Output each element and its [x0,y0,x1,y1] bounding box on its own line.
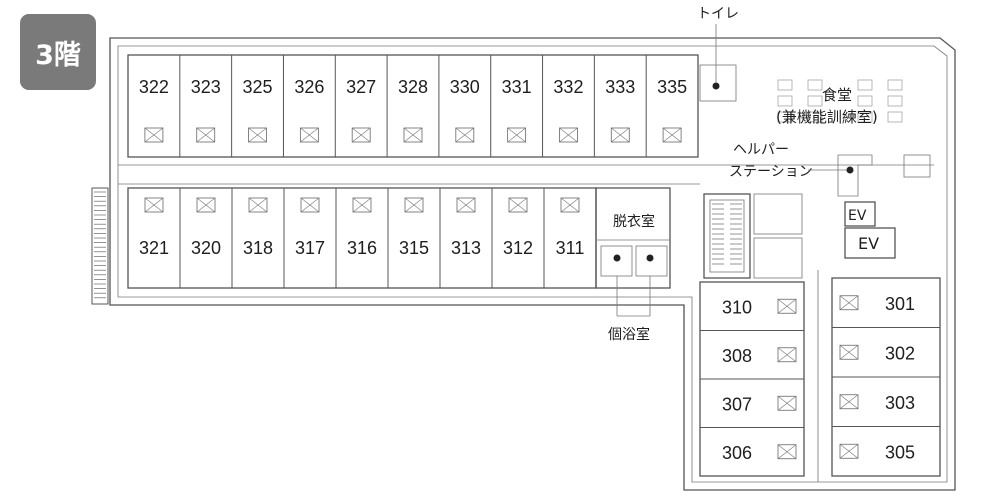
room-number: 308 [722,346,752,366]
helper-label-1: ヘルパー [733,142,789,158]
bath-cell-2 [635,245,668,277]
toilet-room [699,64,737,102]
utility-room [753,193,803,235]
room-number: 306 [722,443,752,463]
floor-badge: 3階 [20,14,96,90]
utility-room-2 [753,237,803,279]
room-number: 326 [294,77,324,97]
bathroom-fixture [560,197,580,213]
elevator-2 [844,227,896,259]
elevator-1-label: EV [848,208,867,224]
bathroom-fixture [777,347,797,363]
bathroom-fixture [248,197,268,213]
bathroom-fixture [839,295,859,311]
bathroom-fixture [507,127,527,143]
bathroom-fixture [455,127,475,143]
bathroom-fixture [456,197,476,213]
room-number: 315 [399,238,429,258]
helper-station [837,154,873,197]
helper-fixture [846,166,854,174]
bathroom-fixture [404,197,424,213]
bathroom-fixture [508,197,528,213]
toilet-fixture [712,82,720,90]
bathroom-fixture [144,197,164,213]
changing-room-label: 脱衣室 [613,213,655,230]
room-number: 332 [553,77,583,97]
room-number: 328 [398,77,428,97]
dining-label-1: 食堂 [822,86,852,104]
bath-cell-1 [600,245,633,277]
elevator-2-label: EV [858,234,879,253]
left-stair [91,187,109,305]
toilet-label: トイレ [697,6,739,22]
building-outline-inner [117,45,948,483]
room-number: 302 [885,343,915,363]
room-number: 321 [139,238,169,258]
bathroom-fixture [777,298,797,314]
room-number: 325 [243,77,273,97]
room-number: 301 [885,294,915,314]
center-stair [703,193,751,279]
room-number: 305 [885,442,915,462]
top-room-block [127,54,699,158]
bathroom-fixture [351,127,371,143]
room-number: 323 [191,77,221,97]
bathroom-fixture [299,127,319,143]
room-number: 310 [722,297,752,317]
bathroom-fixture [777,395,797,411]
bathroom-fixture [352,197,372,213]
left-stair-treads [94,191,106,299]
center-stair-inner [709,199,745,273]
room-number: 320 [191,238,221,258]
bathroom-fixture [839,394,859,410]
room-number: 313 [451,238,481,258]
bathroom-fixture [300,197,320,213]
bathroom-fixture [559,127,578,143]
room-number: 330 [450,77,480,97]
bathroom-fixture [196,127,216,143]
bathroom-fixture [403,127,423,143]
room-number: 322 [139,77,169,97]
bathroom-fixture [248,127,267,143]
room-number: 318 [243,238,273,258]
elevator-1 [844,201,876,227]
room-number: 327 [346,77,376,97]
service-box [903,154,931,178]
bath-area [595,187,671,289]
dining-label-2: (兼機能訓練室) [776,108,878,126]
bathroom-fixture [196,197,216,213]
room-number: 312 [503,238,533,258]
room-number: 333 [605,77,635,97]
room-number: 303 [885,393,915,413]
center-stair-treads [712,203,742,265]
bathroom-fixture [839,443,859,459]
bathroom-fixture [662,127,682,143]
bathroom-fixture [144,127,164,143]
bathroom-fixture [839,344,859,360]
private-bath-label: 個浴室 [608,326,650,343]
bath-drain-1 [613,254,621,262]
dining-tables [777,79,903,123]
room-number: 311 [556,238,585,258]
room-number: 317 [295,238,325,258]
bathroom-fixture [610,127,630,143]
bathroom-fixture [777,444,797,460]
room-number: 335 [657,77,687,97]
building-outline [109,37,956,491]
room-number: 331 [502,77,532,97]
bath-drain-2 [646,254,654,262]
room-number: 307 [722,394,752,414]
helper-label-2: ステーション [729,164,813,180]
room-number: 316 [347,238,377,258]
